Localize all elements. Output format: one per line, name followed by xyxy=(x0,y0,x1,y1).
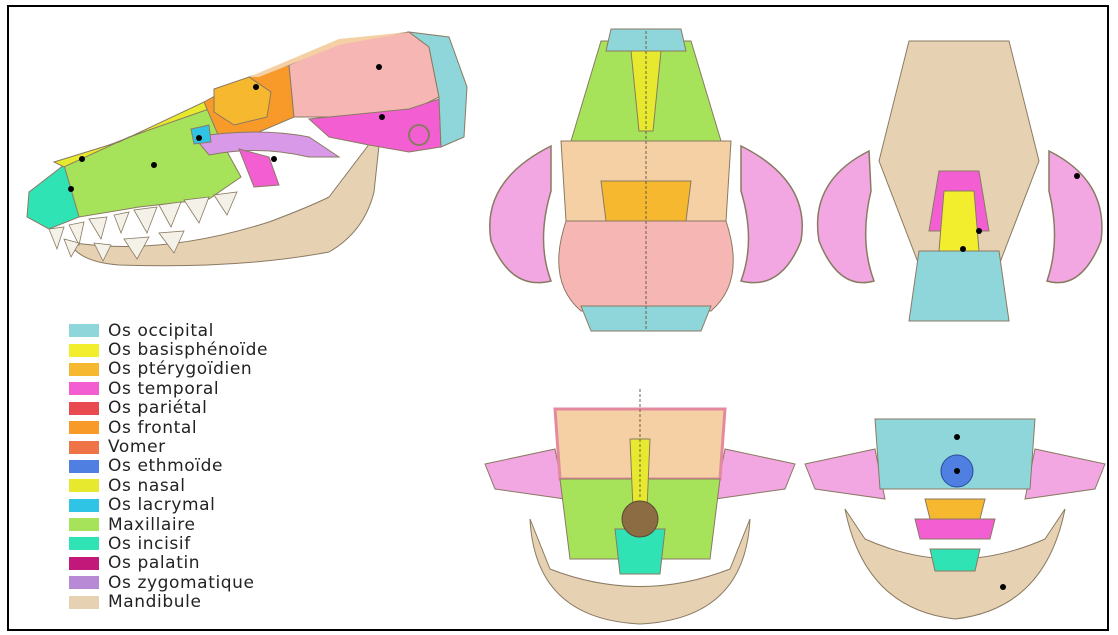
legend-label: Os ethmoïde xyxy=(108,456,223,476)
legend-swatch xyxy=(69,499,99,512)
legend-swatch xyxy=(69,402,99,415)
legend-label: Os palatin xyxy=(108,553,200,573)
legend-label: Os temporal xyxy=(108,379,219,399)
legend-item: Os palatin xyxy=(69,554,399,573)
legend-swatch xyxy=(69,479,99,492)
legend: Os occipital Os basisphénoïde Os ptérygo… xyxy=(69,321,399,612)
legend-label: Os nasal xyxy=(108,476,186,496)
legend-item: Vomer xyxy=(69,437,399,456)
legend-item: Os zygomatique xyxy=(69,573,399,592)
legend-swatch xyxy=(69,518,99,531)
legend-item: Os lacrymal xyxy=(69,496,399,515)
lacrymal-region xyxy=(191,125,211,144)
zygomatic-left xyxy=(818,151,874,283)
coronoid xyxy=(239,149,279,187)
legend-swatch xyxy=(69,460,99,473)
legend-label: Os pariétal xyxy=(108,398,207,418)
legend-item: Maxillaire xyxy=(69,515,399,534)
zygomatic-left xyxy=(805,449,885,499)
legend-swatch xyxy=(69,596,99,609)
legend-label: Vomer xyxy=(108,437,166,457)
legend-item: Os basisphénoïde xyxy=(69,340,399,359)
legend-label: Os lacrymal xyxy=(108,495,215,515)
legend-swatch xyxy=(69,324,99,337)
legend-swatch xyxy=(69,363,99,376)
legend-swatch xyxy=(69,441,99,454)
zygomatic-left xyxy=(485,449,565,499)
zygomatic-right xyxy=(1025,449,1105,499)
legend-item: Os occipital xyxy=(69,321,399,340)
legend-swatch xyxy=(69,344,99,357)
legend-swatch xyxy=(69,557,99,570)
occipital xyxy=(909,251,1009,321)
legend-item: Os temporal xyxy=(69,379,399,398)
legend-swatch xyxy=(69,382,99,395)
zygomatic-right xyxy=(1047,151,1102,283)
incisive xyxy=(930,549,980,571)
legend-item: Os ethmoïde xyxy=(69,457,399,476)
legend-label: Maxillaire xyxy=(108,515,196,535)
zygomatic-left xyxy=(490,146,551,283)
legend-swatch xyxy=(69,576,99,589)
legend-item: Os pariétal xyxy=(69,399,399,418)
parietal-region xyxy=(289,32,439,117)
legend-item: Mandibule xyxy=(69,592,399,611)
skull-ventral-view xyxy=(809,21,1109,341)
skull-rostral-view xyxy=(475,379,805,629)
legend-item: Os ptérygoïdien xyxy=(69,360,399,379)
legend-label: Os basisphénoïde xyxy=(108,340,268,360)
palatin xyxy=(915,519,995,539)
legend-label: Os incisif xyxy=(108,534,191,554)
basisphenoid xyxy=(925,499,985,519)
legend-label: Os ptérygoïdien xyxy=(108,359,252,379)
figure-frame: Os occipital Os basisphénoïde Os ptérygo… xyxy=(7,5,1109,631)
zygomatic-arch xyxy=(194,132,339,157)
zygomatic-right xyxy=(715,449,795,499)
nasal-aperture xyxy=(622,501,658,537)
legend-label: Mandibule xyxy=(108,592,202,612)
legend-item: Os frontal xyxy=(69,418,399,437)
legend-label: Os zygomatique xyxy=(108,573,255,593)
legend-label: Os frontal xyxy=(108,418,197,438)
legend-swatch xyxy=(69,421,99,434)
skull-caudal-view xyxy=(805,379,1109,629)
legend-swatch xyxy=(69,537,99,550)
skull-lateral-view xyxy=(9,7,469,297)
legend-item: Os incisif xyxy=(69,534,399,553)
legend-item: Os nasal xyxy=(69,476,399,495)
zygomatic-right xyxy=(741,146,802,283)
skull-dorsal-view xyxy=(481,21,811,341)
basisphenoid xyxy=(939,191,979,251)
legend-label: Os occipital xyxy=(108,321,214,341)
